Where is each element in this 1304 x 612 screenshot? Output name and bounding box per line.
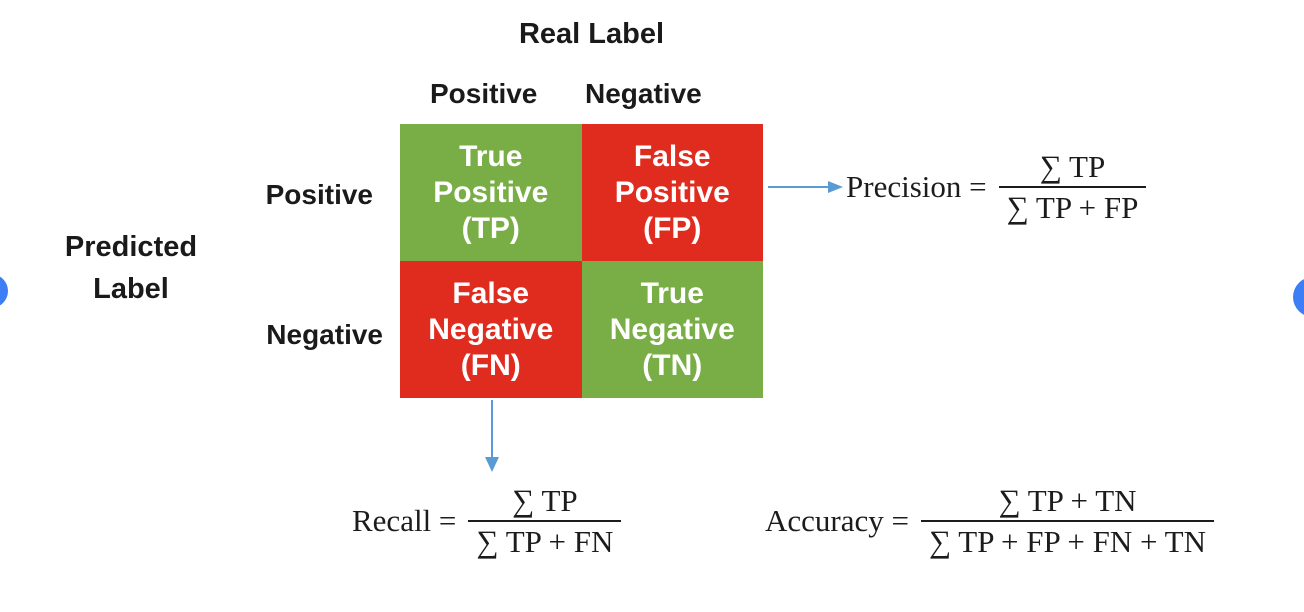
accuracy-numerator: ∑ TP + TN	[998, 483, 1137, 518]
cell-line: True	[640, 276, 704, 310]
cell-line: (FP)	[643, 211, 702, 245]
recall-arrow	[485, 400, 499, 472]
precision-numerator: ∑ TP	[1039, 149, 1106, 184]
carousel-next-button[interactable]	[1293, 277, 1304, 317]
cell-false-negative: False Negative (FN)	[400, 261, 582, 398]
cell-line: Negative	[609, 312, 735, 346]
cell-line: False	[452, 276, 530, 310]
cell-line: Positive	[433, 175, 549, 209]
cell-line: Positive	[614, 175, 730, 209]
cell-line: Negative	[428, 312, 554, 346]
recall-formula: Recall = ∑ TP ∑ TP + FN	[352, 481, 622, 561]
recall-formula-label: Recall =	[352, 503, 457, 538]
cell-line: False	[633, 139, 711, 173]
column-header-negative: Negative	[585, 78, 702, 109]
real-label-title: Real Label	[518, 18, 665, 50]
predicted-label-line1: Predicted	[64, 231, 198, 263]
cell-true-positive: True Positive (TP)	[400, 124, 582, 261]
predicted-label-line2: Label	[93, 273, 169, 305]
accuracy-denominator: ∑ TP + FP + FN + TN	[928, 524, 1206, 559]
precision-formula: Precision = ∑ TP ∑ TP + FP	[846, 147, 1147, 227]
cell-line: (FN)	[460, 348, 521, 382]
row-header-positive: Positive	[265, 179, 373, 210]
fraction-bar	[468, 520, 622, 522]
predicted-label-title: Predicted Label	[41, 226, 221, 310]
cell-line: (TP)	[461, 211, 520, 245]
precision-formula-label: Precision =	[846, 169, 987, 204]
precision-arrow	[768, 181, 843, 193]
column-header-positive: Positive	[430, 78, 538, 109]
fraction-bar	[998, 186, 1147, 188]
carousel-prev-button[interactable]	[0, 274, 8, 308]
accuracy-formula: Accuracy = ∑ TP + TN ∑ TP + FP + FN + TN	[765, 481, 1214, 561]
cell-line: True	[459, 139, 523, 173]
accuracy-formula-label: Accuracy =	[765, 503, 909, 538]
cell-false-positive: False Positive (FP)	[581, 124, 763, 261]
cell-line: (TN)	[642, 348, 703, 382]
recall-denominator: ∑ TP + FN	[476, 524, 614, 559]
confusion-matrix: True Positive (TP) False Positive (FP) F…	[400, 124, 763, 398]
recall-fraction: ∑ TP ∑ TP + FN	[468, 481, 622, 561]
fraction-bar	[920, 520, 1214, 522]
recall-numerator: ∑ TP	[512, 483, 578, 518]
precision-denominator: ∑ TP + FP	[1006, 190, 1139, 225]
row-header-negative: Negative	[266, 319, 383, 350]
cell-true-negative: True Negative (TN)	[581, 261, 763, 398]
accuracy-fraction: ∑ TP + TN ∑ TP + FP + FN + TN	[920, 481, 1214, 561]
precision-fraction: ∑ TP ∑ TP + FP	[998, 147, 1147, 227]
